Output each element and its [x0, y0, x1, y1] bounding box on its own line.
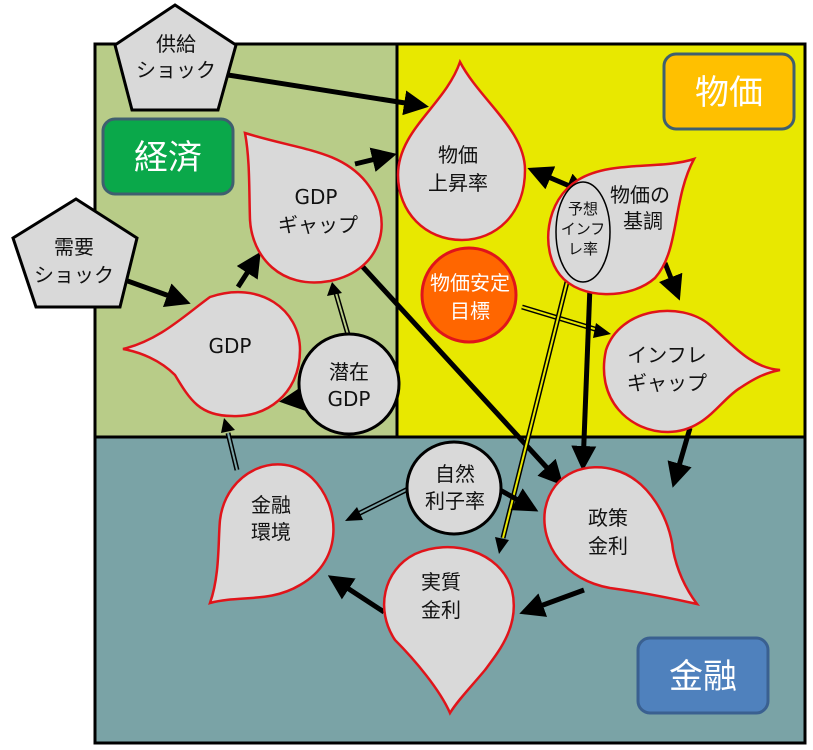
- supply-shock-line1: 供給: [156, 32, 196, 56]
- economy-label: 経済: [101, 117, 235, 196]
- expected-inflation-line3: レ率: [568, 240, 598, 258]
- financial-conditions-line1: 金融: [251, 493, 291, 517]
- supply-shock-node[interactable]: 供給 ショック: [113, 3, 238, 112]
- gdp-gap-line2: ギャップ: [278, 213, 358, 237]
- price-label: 物価: [662, 52, 796, 131]
- gdp-gap-node[interactable]: GDP ギャップ: [243, 131, 383, 284]
- arrow-natural-to-financial: [345, 485, 412, 521]
- inflation-gap-node[interactable]: インフレ ギャップ: [602, 309, 781, 434]
- price-target-line1: 物価安定: [430, 271, 510, 295]
- potential-gdp-line2: GDP: [328, 387, 371, 411]
- arrow-inflation-gap-to-policy-rate: [667, 427, 693, 488]
- arrow-potential-to-gdp: [279, 386, 306, 411]
- finance-label: 金融: [636, 636, 770, 715]
- financial-conditions-node[interactable]: 金融 環境: [208, 463, 335, 605]
- policy-rate-node[interactable]: 政策 金利: [543, 466, 701, 606]
- arrow-demand-to-gdp: [124, 277, 191, 307]
- demand-shock-line2: ショック: [34, 263, 114, 287]
- arrow-financial-to-gdp: [221, 418, 240, 471]
- potential-gdp-line1: 潜在: [329, 360, 369, 384]
- inflation-gap-line2: ギャップ: [627, 371, 707, 395]
- expected-inflation-node[interactable]: [555, 181, 611, 283]
- natural-rate-line2: 利子率: [425, 489, 485, 513]
- expected-inflation-line1: 予想: [568, 200, 598, 218]
- real-rate-node[interactable]: 実質 金利: [382, 546, 515, 716]
- arrow-price-trend-to-inflation-gap: [659, 262, 683, 301]
- gdp-line1: GDP: [209, 334, 252, 358]
- natural-rate-line1: 自然: [435, 462, 475, 486]
- economy-label-text: 経済: [134, 138, 202, 178]
- expected-inflation-line2: インフ: [561, 220, 606, 238]
- demand-shock-node[interactable]: 需要 ショック: [11, 197, 139, 309]
- price-target-line2: 目標: [450, 299, 490, 323]
- price-trend-line1: 物価の: [610, 183, 670, 207]
- real-rate-line1: 実質: [421, 570, 461, 594]
- price-trend-node[interactable]: 物価の 基調 予想 インフ レ率: [546, 156, 697, 296]
- gdp-gap-line1: GDP: [295, 185, 338, 209]
- price-rise-line1: 物価: [438, 143, 478, 167]
- gdp-node[interactable]: GDP: [122, 290, 302, 418]
- price-target-node[interactable]: 物価安定 目標: [420, 246, 518, 344]
- arrow-potential-to-gdp-gap: [327, 282, 352, 339]
- inflation-gap-line1: インフレ: [627, 343, 706, 367]
- policy-rate-line1: 政策: [588, 506, 628, 530]
- finance-label-text: 金融: [669, 657, 737, 697]
- natural-rate-node[interactable]: 自然 利子率: [405, 440, 503, 536]
- real-rate-line2: 金利: [421, 598, 461, 622]
- arrow-natural-to-policy-rate: [498, 487, 539, 512]
- demand-shock-line1: 需要: [54, 235, 94, 259]
- price-rise-node[interactable]: 物価 上昇率: [396, 58, 527, 242]
- arrow-policy-to-real-rate: [519, 587, 585, 617]
- price-label-text: 物価: [695, 73, 763, 113]
- arrow-expected-to-policy-rate: [571, 259, 597, 471]
- policy-rate-line2: 金利: [588, 534, 628, 558]
- arrow-real-to-financial: [327, 575, 386, 615]
- arrow-supply-to-price-rise: [227, 72, 429, 116]
- financial-conditions-line2: 環境: [251, 520, 291, 544]
- price-trend-line2: 基調: [623, 209, 663, 233]
- potential-gdp-node[interactable]: 潜在 GDP: [297, 332, 401, 436]
- arrow-gdp-gap-to-price-rise: [354, 147, 397, 172]
- supply-shock-line2: ショック: [136, 58, 216, 82]
- price-rise-line2: 上昇率: [428, 171, 488, 195]
- arrow-gdp-to-gdp-gap: [235, 251, 261, 289]
